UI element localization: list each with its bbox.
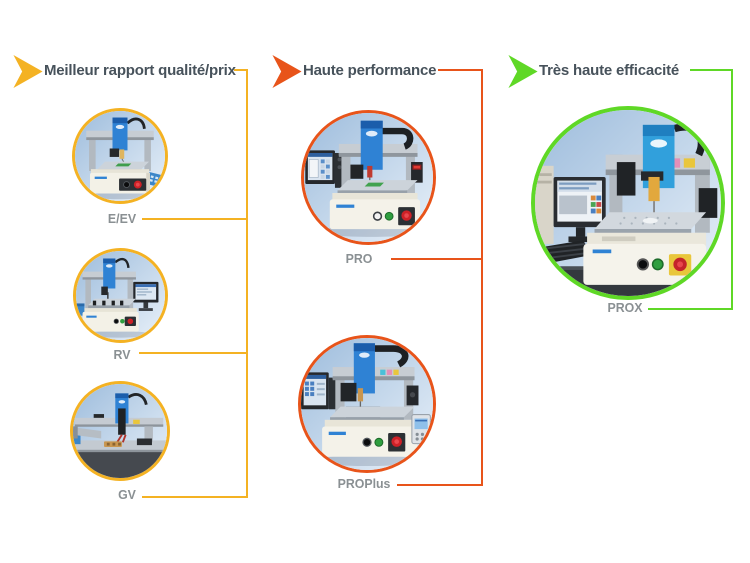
connector-line-eev	[142, 218, 246, 220]
category-header-very-high-efficiency: Très haute efficacité	[539, 62, 680, 79]
robot-with-monitor-illustration	[76, 251, 165, 340]
connector-line-eff-vertical	[731, 69, 733, 310]
connector-line-gv	[142, 496, 248, 498]
product-label-prox: PROX	[607, 300, 643, 315]
connector-line-prox	[648, 308, 731, 310]
robot-with-pc-illustration	[304, 113, 433, 242]
connector-line-perf-vertical	[481, 69, 483, 486]
category-arrow-icon	[272, 55, 302, 88]
product-image-rv	[73, 248, 168, 343]
product-label-gv: GV	[118, 487, 136, 502]
robot-with-pendant-illustration	[301, 338, 433, 470]
category-arrow-icon	[13, 55, 43, 88]
product-image-prox	[531, 106, 725, 300]
category-header-high-performance: Haute performance	[303, 62, 437, 79]
category-arrow-icon	[508, 55, 538, 88]
gantry-robot-illustration	[73, 384, 167, 478]
product-label-pro: PRO	[345, 251, 373, 266]
connector-line-eff-top	[690, 69, 733, 71]
category-header-best-value: Meilleur rapport qualité/prix	[44, 62, 236, 79]
dispensing-cell-illustration	[535, 110, 721, 296]
connector-line-pro	[391, 258, 481, 260]
connector-line-rv	[139, 352, 246, 354]
product-label-proplus: PROPlus	[337, 476, 391, 491]
product-image-eev	[72, 108, 168, 204]
product-image-proplus	[298, 335, 436, 473]
connector-line-value-top	[234, 69, 248, 71]
product-image-gv	[70, 381, 170, 481]
connector-line-perf-top	[438, 69, 483, 71]
product-label-rv: RV	[113, 347, 131, 362]
benchtop-robot-illustration	[75, 111, 165, 201]
connector-line-proplus	[397, 484, 483, 486]
product-label-eev: E/EV	[107, 211, 137, 226]
connector-line-value-vertical	[246, 69, 248, 498]
product-image-pro	[301, 110, 436, 245]
